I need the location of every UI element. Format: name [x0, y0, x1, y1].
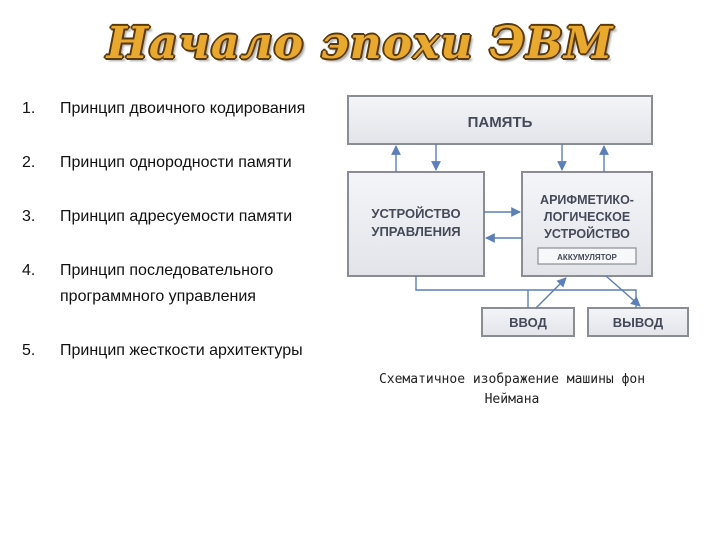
principle-number: 3. [22, 208, 36, 225]
control-unit-label-2: УПРАВЛЕНИЯ [371, 224, 460, 239]
principle-item-1: 1. Принцип двоичного кодирования [22, 96, 322, 122]
diagram-caption: Схематичное изображение машины фон Нейма… [378, 372, 646, 407]
principle-item-5: 5. Принцип жесткости архитектуры [22, 338, 322, 364]
arrow-alu-to-output [605, 275, 641, 307]
principle-text: Принцип двоичного кодирования [60, 100, 306, 117]
alu-label-1: АРИФМЕТИКО- [540, 193, 634, 207]
accumulator-box [537, 247, 637, 265]
principle-item-3: 3. Принцип адресуемости памяти [22, 204, 322, 230]
principle-item-2: 2. Принцип однородности памяти [22, 150, 322, 176]
principle-number: 2. [22, 154, 36, 171]
memory-label: ПАМЯТЬ [468, 114, 533, 131]
input-box [481, 307, 575, 337]
principle-number: 5. [22, 342, 36, 359]
principle-item-4: 4. Принцип последовательного программног… [22, 258, 322, 310]
principles-list: 1. Принцип двоичного кодирования 2. Прин… [22, 96, 322, 364]
control-unit-label-1: УСТРОЙСТВО [371, 206, 460, 221]
arrow-input-to-alu [535, 277, 567, 309]
principle-text: Принцип жесткости архитектуры [60, 342, 303, 359]
input-label: ВВОД [509, 315, 547, 330]
principle-number: 1. [22, 100, 36, 117]
alu-label-3: УСТРОЙСТВО [544, 226, 630, 241]
principle-text: Принцип адресуемости памяти [60, 208, 293, 225]
slide-title: Начало эпохи ЭВМ [106, 18, 614, 69]
principle-number: 4. [22, 262, 36, 279]
output-label: ВЫВОД [613, 315, 664, 330]
control-unit-box [347, 171, 485, 277]
principle-text: Принцип однородности памяти [60, 154, 292, 171]
von-neumann-diagram: ПАМЯТЬ УСТРОЙСТВО УПРАВЛЕНИЯ АРИФМЕТИКО-… [347, 95, 689, 337]
alu-label-2: ЛОГИЧЕСКОЕ [544, 210, 630, 224]
output-box [587, 307, 689, 337]
principle-text: Принцип последовательного программного у… [60, 262, 274, 305]
control-to-io-line [415, 276, 637, 308]
memory-box [347, 95, 653, 145]
accumulator-label: АККУМУЛЯТОР [557, 253, 617, 262]
